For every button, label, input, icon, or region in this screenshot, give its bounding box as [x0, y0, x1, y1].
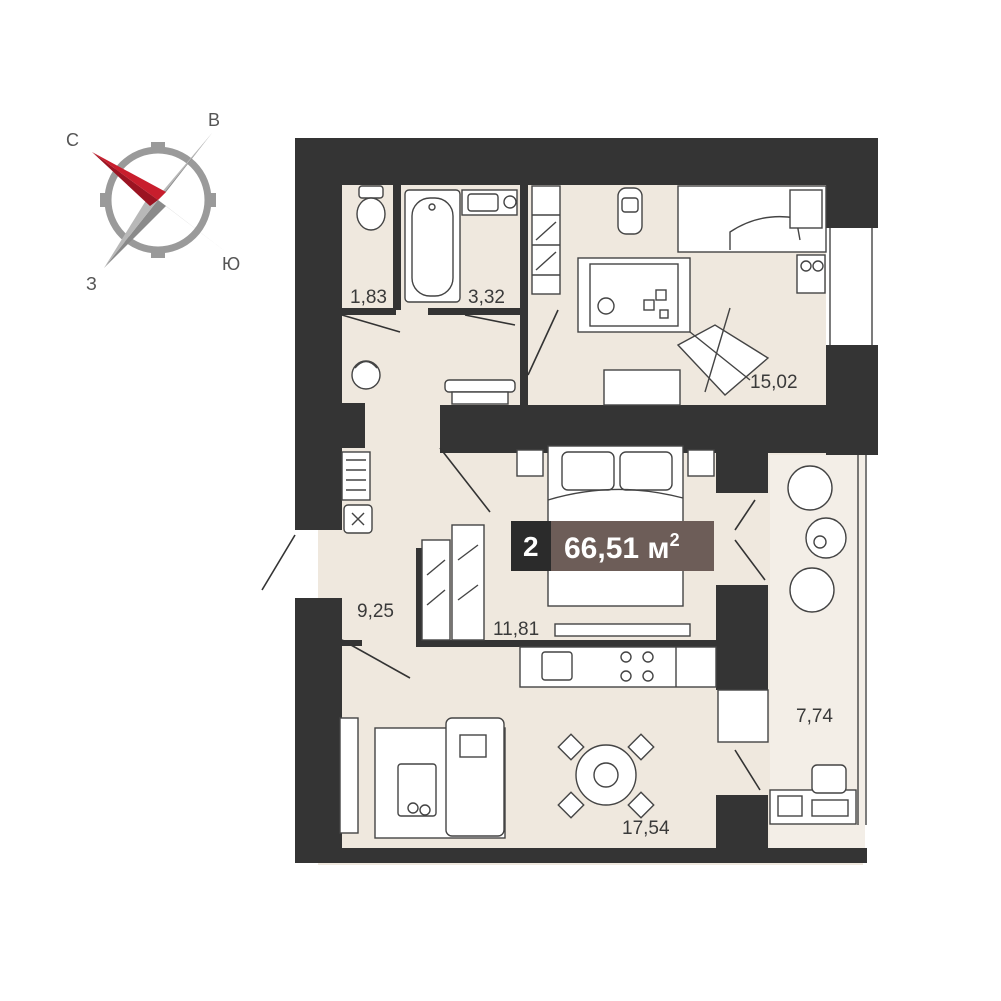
- dresser-icon: [603, 369, 681, 406]
- compass-label-west: З: [86, 274, 97, 294]
- walls: [295, 138, 878, 863]
- balcony-desk-icon: [769, 764, 857, 825]
- fridge-icon: [717, 689, 769, 743]
- compass-point-b2: [150, 133, 212, 206]
- compass-point-z2: [104, 194, 158, 268]
- console-table-icon: [444, 379, 516, 405]
- door-living: [341, 639, 411, 679]
- wall-bottom: [295, 848, 867, 863]
- compass-tab-s: [151, 248, 165, 258]
- closet-icon: [421, 524, 485, 641]
- wall-horizontal-mid: [440, 405, 878, 453]
- door-toilet: [341, 314, 401, 333]
- compass-label-south: Ю: [222, 254, 240, 274]
- door-kids: [527, 309, 559, 376]
- wall-left-notch: [295, 403, 365, 448]
- wall-toilet-bottom: [342, 308, 396, 315]
- total-area: 66,51 м2: [564, 530, 680, 565]
- compass-tab-w: [100, 193, 110, 207]
- compass-tab-e: [206, 193, 216, 207]
- window-left: [339, 717, 359, 834]
- wall-bedroom-right-bottom: [716, 795, 768, 863]
- compass-label-east: В: [208, 110, 220, 130]
- wall-closet-left: [416, 548, 423, 645]
- wall-toilet-bath: [393, 185, 401, 310]
- compass-label-north: С: [66, 130, 79, 150]
- furniture: [341, 185, 857, 839]
- area-kids-bedroom: 15,02: [750, 372, 798, 393]
- area-badge: 2 66,51 м2: [511, 521, 714, 571]
- doors: [261, 309, 766, 791]
- wall-hall-stub: [342, 640, 362, 646]
- bathtub-icon: [404, 189, 461, 303]
- wall-left-mid: [295, 448, 342, 530]
- door-balcony-1: [734, 499, 756, 531]
- wall-top: [295, 138, 878, 185]
- area-balcony: 7,74: [796, 706, 833, 727]
- kids-bed-icon: [677, 185, 827, 294]
- kite-icon: [676, 307, 770, 396]
- compass-needle-north: [92, 152, 166, 200]
- door-balcony-2: [734, 539, 766, 581]
- tv-stand-icon: [554, 623, 691, 637]
- balcony-chairs-icon: [787, 465, 847, 613]
- door-bedroom: [439, 447, 491, 513]
- window-right: [826, 228, 878, 345]
- wall-bath-right: [520, 185, 528, 310]
- area-toilet: 1,83: [350, 287, 387, 308]
- toy-car-icon: [617, 187, 643, 235]
- toilet-icon: [356, 185, 386, 231]
- wall-bedroom-right-mid: [716, 585, 768, 690]
- kitchen-counter-icon: [519, 646, 717, 688]
- windows: [339, 228, 878, 834]
- area-bathroom: 3,32: [468, 287, 505, 308]
- compass-point-yu2: [158, 200, 226, 252]
- plant-icon: [351, 360, 381, 390]
- area-kitchen-living: 17,54: [622, 818, 670, 839]
- sofa-icon: [374, 717, 506, 839]
- wall-hall-right: [520, 300, 528, 405]
- door-balcony-3: [734, 749, 761, 791]
- wall-left-upper: [295, 138, 342, 403]
- door-entrance: [261, 534, 296, 591]
- wall-left-lower: [295, 598, 342, 863]
- compass: С В Ю З: [66, 110, 240, 294]
- total-area-unit-sup: 2: [670, 530, 680, 550]
- compass-tab-n: [151, 142, 165, 152]
- area-bedroom: 11,81: [493, 619, 539, 640]
- rug-icon: [577, 257, 691, 333]
- wall-bedroom-bottom: [416, 640, 716, 647]
- wardrobe-icon: [341, 451, 373, 534]
- wall-bath-bottom: [428, 308, 528, 315]
- sink-icon: [461, 189, 518, 216]
- compass-point-yu: [150, 194, 226, 252]
- dining-table-icon: [557, 733, 655, 819]
- rooms-count: 2: [523, 531, 539, 562]
- wall-bedroom-right-top: [716, 453, 768, 493]
- door-bath: [464, 314, 516, 326]
- compass-point-z: [104, 200, 166, 268]
- room-labels: 1,83 3,32 15,02 9,25 11,81 7,74 17,54: [350, 287, 833, 839]
- wall-right-top: [826, 138, 878, 228]
- total-area-box: [551, 521, 714, 571]
- total-area-value: 66,51 м: [564, 532, 670, 565]
- shelf-icon: [531, 185, 561, 295]
- area-hallway: 9,25: [357, 601, 394, 622]
- rooms-count-box: [511, 521, 551, 571]
- compass-needle-north-dark: [92, 152, 158, 206]
